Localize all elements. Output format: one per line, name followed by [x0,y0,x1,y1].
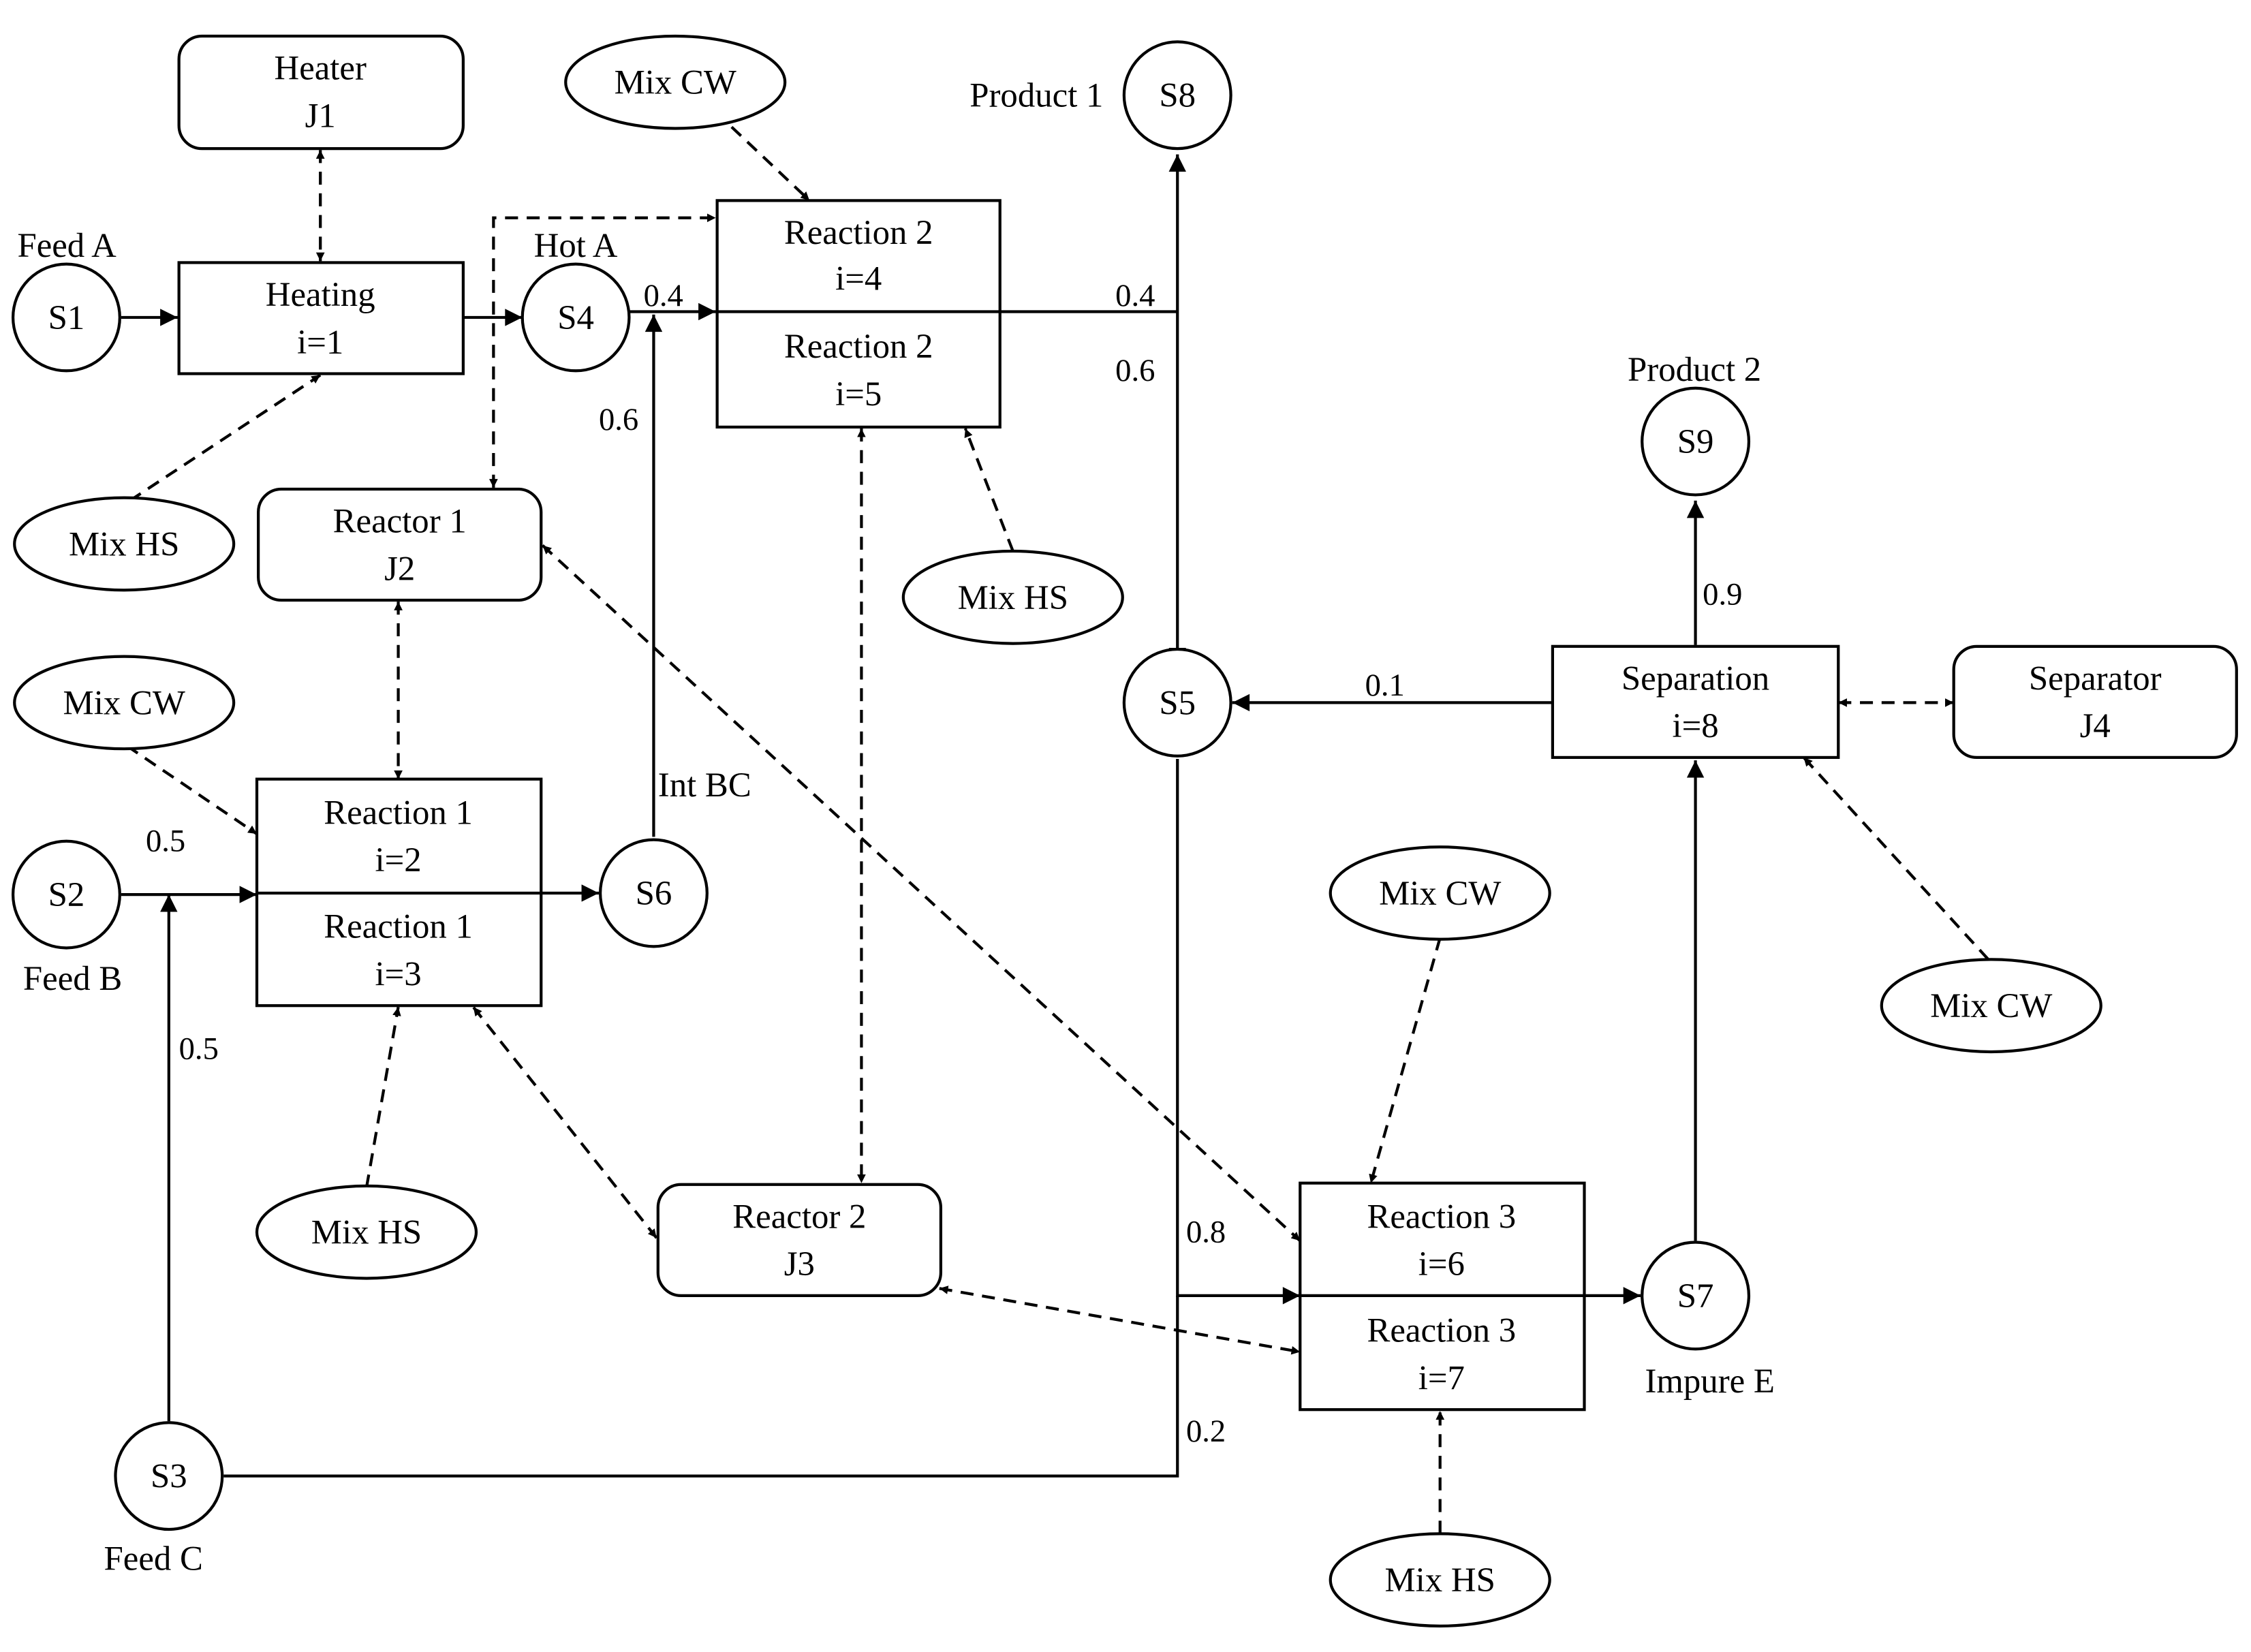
reactor1-id: J2 [384,549,415,587]
s1-label: S1 [48,298,85,337]
state-s3: S3 [114,1421,224,1531]
utility-mix-hs-left: Mix HS [13,496,236,592]
frac-reaction2-s5: 0.6 [1115,353,1155,388]
mix-hs-reaction3-label: Mix HS [1385,1561,1495,1599]
mix-hs-left-label: Mix HS [69,525,179,563]
reaction2b-id: i=5 [835,375,882,413]
label-product1: Product 1 [969,76,1103,114]
utility-mix-cw-reaction3: Mix CW [1329,845,1551,941]
reaction3b-label: Reaction 3 [1367,1311,1516,1350]
reaction2b-label: Reaction 2 [784,327,933,365]
reaction1a-id: i=2 [375,841,421,879]
utility-mix-hs-reaction3: Mix HS [1329,1532,1551,1627]
reactor2-label: Reactor 2 [732,1197,866,1235]
label-int-bc: Int BC [658,766,751,804]
reaction1a-label: Reaction 1 [324,793,473,831]
state-s9: S9 [1641,386,1751,497]
reaction1b-label: Reaction 1 [324,907,473,946]
s9-label: S9 [1677,422,1714,461]
link-reactor2-reaction1 [472,1006,658,1239]
unit-separator-j4: Separator J4 [1952,644,2238,760]
heating-id: i=1 [297,323,343,361]
mix-hs-reaction2-label: Mix HS [958,578,1068,617]
s8-label: S8 [1159,76,1196,114]
s5-label: S5 [1159,683,1196,721]
state-s7: S7 [1641,1241,1751,1351]
separation-id: i=8 [1672,706,1718,745]
separation-label: Separation [1621,659,1769,697]
link-reactor1-reaction2 [489,213,716,488]
frac-separation-s5: 0.1 [1365,668,1405,703]
s7-label: S7 [1677,1277,1714,1315]
s4-label: S4 [557,298,594,337]
mix-cw-reaction3-label: Mix CW [1379,874,1501,912]
frac-s3-reaction3: 0.2 [1186,1414,1226,1449]
utility-and-unit-links [126,125,1990,1534]
reactor2-id: J3 [784,1245,815,1283]
label-impure-e: Impure E [1645,1362,1774,1400]
reaction3a-label: Reaction 3 [1367,1197,1516,1235]
heater-id: J1 [305,96,336,134]
state-s2: S2 [11,839,121,950]
link-reactor2-reaction3 [939,1285,1301,1355]
state-s4: S4 [521,262,631,373]
mix-cw-left-label: Mix CW [63,683,185,721]
task-separation: Separation i=8 [1551,644,1840,760]
s2-label: S2 [48,875,85,914]
frac-s2-reaction1: 0.5 [146,824,185,859]
utility-mix-cw-left: Mix CW [13,655,236,751]
unit-heater-j1: Heater J1 [177,34,465,151]
link-mixhs-heating [129,373,322,502]
utility-mix-cw-top: Mix CW [564,34,787,130]
task-heating: Heating i=1 [177,261,465,375]
frac-s4-reaction2: 0.4 [644,278,683,313]
state-s6: S6 [598,838,709,948]
utility-mix-cw-separation: Mix CW [1880,958,2102,1054]
unit-reactor2-j3: Reactor 2 J3 [656,1183,943,1297]
frac-s6-reaction2: 0.6 [599,402,638,437]
mix-cw-top-label: Mix CW [615,63,736,102]
label-feed-a: Feed A [17,226,117,264]
link-mixcw-reaction2 [730,125,811,202]
frac-s5-reaction3: 0.8 [1186,1215,1226,1250]
frac-reaction2-s8: 0.4 [1115,278,1155,313]
task-reaction2: Reaction 2 i=4 Reaction 2 i=5 [715,199,1002,429]
reaction1b-id: i=3 [375,955,421,993]
state-s1: S1 [11,262,121,373]
label-product2: Product 2 [1628,350,1761,388]
mix-cw-separation-label: Mix CW [1930,986,2052,1025]
frac-s3-reaction1: 0.5 [179,1031,219,1067]
label-hot-a: Hot A [534,226,618,264]
heating-label: Heating [266,275,375,313]
link-mixcw-separation [1802,756,1990,961]
frac-separation-s9: 0.9 [1703,576,1742,612]
reaction3b-id: i=7 [1418,1359,1465,1397]
utility-mix-hs-reaction2: Mix HS [901,549,1124,645]
link-mixhs-reaction1 [364,1006,401,1188]
reactor1-label: Reactor 1 [333,502,467,540]
link-reactor1-reaction3 [541,544,1301,1242]
reaction2a-id: i=4 [835,260,882,298]
state-s5: S5 [1122,647,1232,758]
separator-id: J4 [2080,706,2111,745]
link-mixcw-reaction1 [126,745,258,835]
reaction2a-label: Reaction 2 [784,213,933,251]
link-mixcw-reaction3 [1369,937,1442,1184]
s3-label: S3 [151,1457,187,1495]
mix-hs-reaction1-label: Mix HS [311,1213,422,1251]
utility-mix-hs-reaction1: Mix HS [255,1184,478,1280]
heater-label: Heater [275,48,367,87]
flow-s3-reaction3 [223,1295,1179,1478]
s6-label: S6 [636,874,672,912]
reaction3a-id: i=6 [1418,1245,1465,1283]
label-feed-c: Feed C [104,1539,203,1577]
separator-label: Separator [2029,659,2162,697]
state-s8: S8 [1122,40,1232,151]
link-mixhs-reaction2 [963,428,1014,552]
label-feed-b: Feed B [23,959,122,997]
unit-reactor1-j2: Reactor 1 J2 [257,487,543,602]
